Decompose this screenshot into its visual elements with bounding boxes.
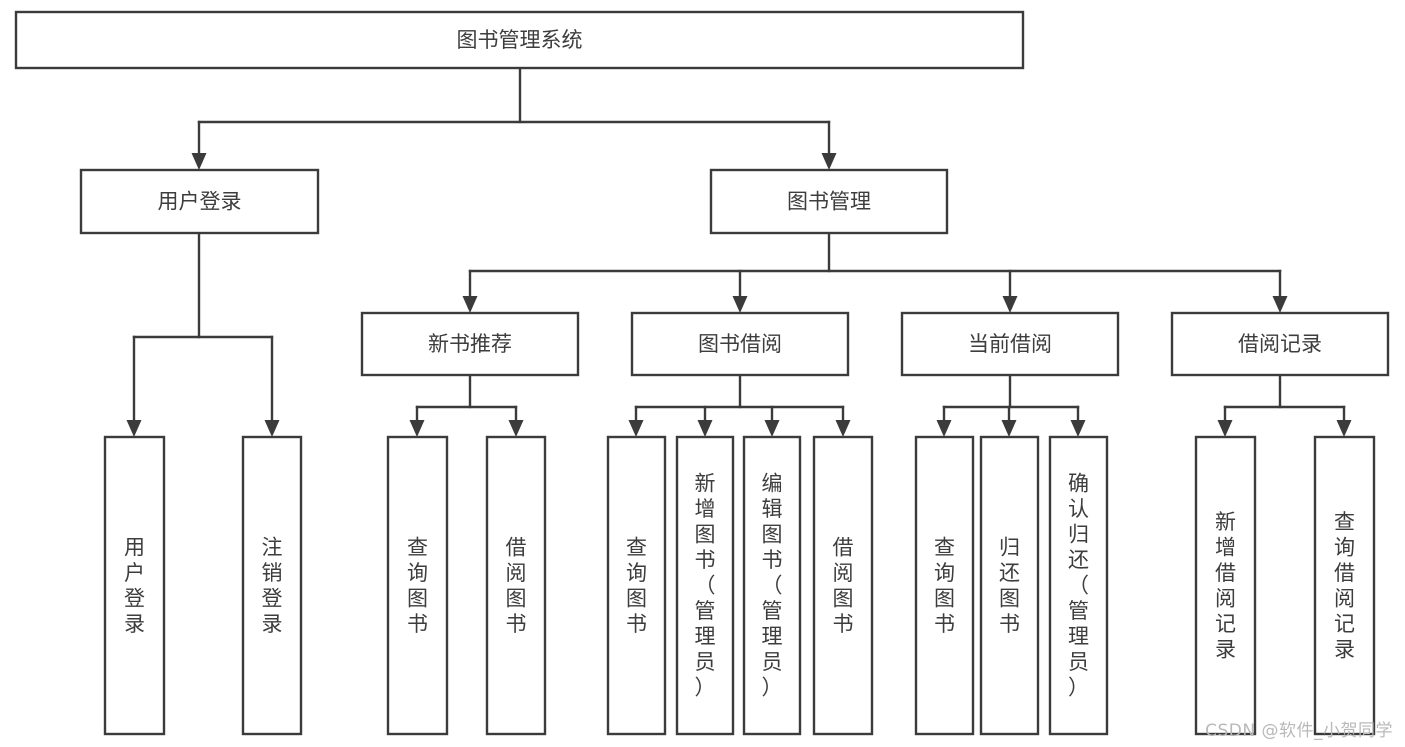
arrow-head-icon [1336,420,1352,437]
node-leaf-confirm-return[interactable]: 确认归还（管理员） [1048,435,1109,736]
arrow-head-icon [628,420,644,437]
node-box[interactable] [103,435,166,736]
arrow-head-icon [462,296,478,313]
node-leaf-logout[interactable]: 注销登录 [241,435,303,736]
node-leaf-query-book-3[interactable]: 查询图书 [914,435,975,736]
connector-group-book-borrow [628,373,851,437]
node-label: 查询图书 [626,535,647,636]
node-book-borrow[interactable]: 图书借阅 [630,311,850,377]
node-leaf-query-book-2[interactable]: 查询图书 [606,435,667,736]
node-new-book-recommend[interactable]: 新书推荐 [360,311,580,377]
node-box[interactable] [14,10,1025,70]
node-current-borrow[interactable]: 当前借阅 [900,311,1120,377]
node-leaf-add-book[interactable]: 新增图书（管理员） [675,435,735,736]
node-label: 图书管理系统 [457,28,583,52]
node-box[interactable] [742,435,802,736]
node-leaf-return-book[interactable]: 归还图书 [979,435,1040,736]
connector-group-root [191,66,837,170]
connector-group-borrow-record [1217,373,1352,437]
node-box[interactable] [1048,435,1109,736]
node-leaf-query-record[interactable]: 查询借阅记录 [1313,435,1376,736]
node-label: 图书借阅 [698,332,782,356]
arrow-head-icon [126,420,142,437]
node-box[interactable] [485,435,547,736]
node-leaf-borrow-book-1[interactable]: 借阅图书 [485,435,547,736]
node-leaf-borrow-book-2[interactable]: 借阅图书 [812,435,874,736]
arrow-head-icon [764,420,780,437]
node-box[interactable] [979,435,1040,736]
arrow-head-icon [697,420,713,437]
node-label: 确认归还（管理员） [1068,472,1089,700]
node-label: 图书管理 [787,190,871,214]
connectors-layer [126,66,1352,437]
connector-group-book-manage [462,231,1288,313]
node-box[interactable] [1170,311,1390,377]
node-box[interactable] [241,435,303,736]
connector-group-new-book-recommend [409,373,524,437]
arrow-head-icon [1001,420,1017,437]
node-user-login[interactable]: 用户登录 [79,168,320,235]
node-box[interactable] [1313,435,1376,736]
node-label: 查询借阅记录 [1334,510,1355,662]
node-label: 用户登录 [124,535,145,636]
node-box[interactable] [79,168,320,235]
node-box[interactable] [630,311,850,377]
arrow-head-icon [508,420,524,437]
arrow-head-icon [1070,420,1086,437]
node-label: 借阅图书 [833,535,854,636]
arrow-head-icon [1272,296,1288,313]
node-box[interactable] [675,435,735,736]
arrow-head-icon [1002,296,1018,313]
arrow-head-icon [264,420,280,437]
node-label: 新书推荐 [428,332,512,356]
node-leaf-query-book-1[interactable]: 查询图书 [386,435,449,736]
connector-group-current-borrow [936,373,1086,437]
node-book-manage[interactable]: 图书管理 [709,168,949,235]
node-box[interactable] [360,311,580,377]
watermark-text: CSDN @软件_小贺同学 [1205,721,1393,741]
node-leaf-user-login[interactable]: 用户登录 [103,435,166,736]
node-box[interactable] [386,435,449,736]
node-borrow-record[interactable]: 借阅记录 [1170,311,1390,377]
arrow-head-icon [732,296,748,313]
arrow-head-icon [936,420,952,437]
node-box[interactable] [1194,435,1257,736]
node-box[interactable] [812,435,874,736]
node-label: 用户登录 [158,190,242,214]
connector-group-user-login [126,231,280,437]
node-label: 查询图书 [407,535,428,636]
node-label: 当前借阅 [968,332,1052,356]
node-label: 编辑图书（管理员） [762,472,783,700]
node-box[interactable] [914,435,975,736]
node-box[interactable] [709,168,949,235]
node-label: 归还图书 [999,535,1020,636]
node-root[interactable]: 图书管理系统 [14,10,1025,70]
arrow-head-icon [835,420,851,437]
arrow-head-icon [821,153,837,170]
node-box[interactable] [900,311,1120,377]
node-label: 借阅图书 [506,535,527,636]
arrow-head-icon [1217,420,1233,437]
node-box[interactable] [606,435,667,736]
node-label: 新增图书（管理员） [695,472,716,700]
arrow-head-icon [409,420,425,437]
node-label: 新增借阅记录 [1215,510,1236,662]
node-leaf-edit-book[interactable]: 编辑图书（管理员） [742,435,802,736]
node-label: 借阅记录 [1238,332,1322,356]
arrow-head-icon [191,153,207,170]
node-label: 查询图书 [934,535,955,636]
node-label: 注销登录 [262,535,283,636]
nodes-layer: 图书管理系统用户登录图书管理新书推荐图书借阅当前借阅借阅记录用户登录注销登录查询… [14,10,1390,736]
node-leaf-add-record[interactable]: 新增借阅记录 [1194,435,1257,736]
